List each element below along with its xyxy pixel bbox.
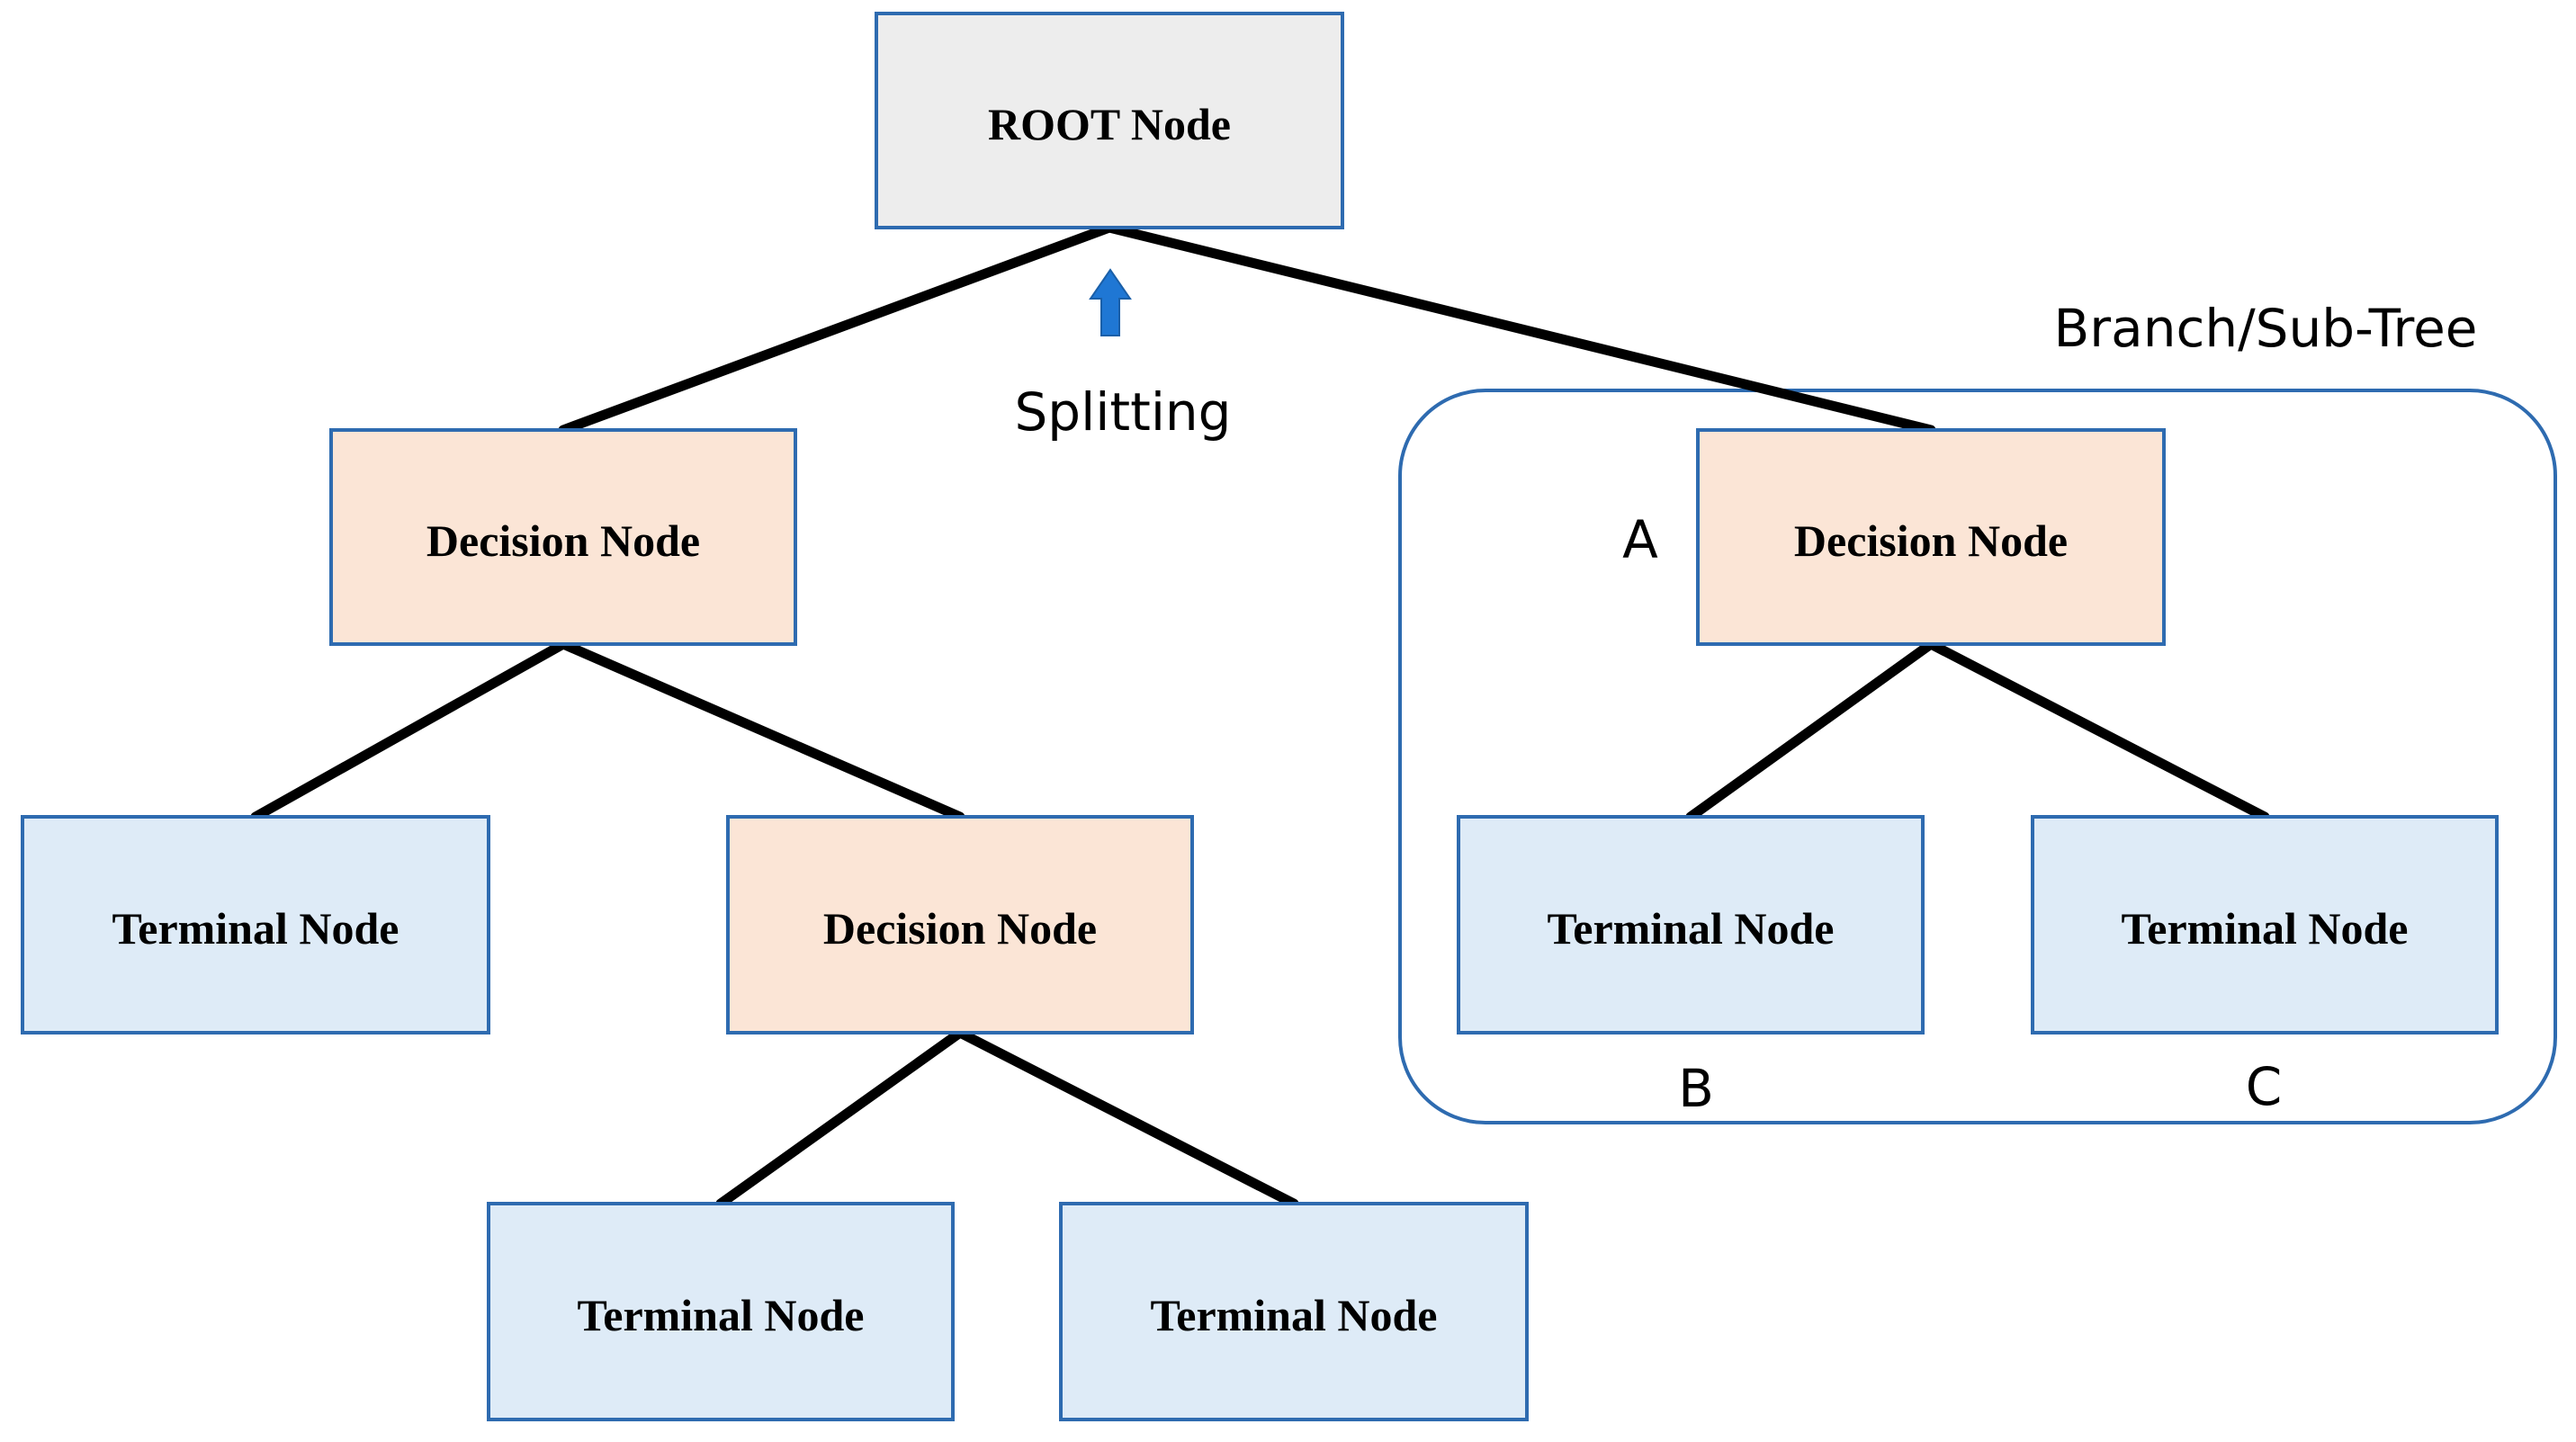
decision-node-right: Decision Node [1696,428,2166,646]
decision-node-mid-label: Decision Node [823,903,1097,954]
decision-node-mid: Decision Node [726,815,1194,1034]
branch-subtree-label: Branch/Sub-Tree [2054,298,2478,359]
terminal-node-5: Terminal Node [2031,815,2499,1034]
terminal-node-2: Terminal Node [487,1202,955,1421]
terminal-node-4-label: Terminal Node [1548,903,1835,954]
label-c: C [2246,1056,2283,1117]
root-node-label: ROOT Node [988,99,1231,149]
terminal-node-3: Terminal Node [1059,1202,1529,1421]
edge-decision_right-to-terminal_4 [1685,639,1936,822]
label-a: A [1622,509,1658,570]
edge-decision_left-to-decision_mid [558,639,965,822]
terminal-node-2-label: Terminal Node [578,1290,865,1340]
edge-root-to-decision_right [1104,222,1936,435]
edge-decision_right-to-terminal_5 [1925,639,2270,822]
terminal-node-5-label: Terminal Node [2122,903,2409,954]
edge-decision_left-to-terminal_1 [250,639,569,822]
tree-edges [250,222,2270,1209]
decision-node-right-label: Decision Node [1794,515,2068,566]
splitting-label: Splitting [1014,381,1231,443]
branch-subtree-container [1398,389,2557,1124]
root-node: ROOT Node [875,12,1344,229]
terminal-node-1-label: Terminal Node [112,903,399,954]
decision-node-left: Decision Node [329,428,797,646]
edge-decision_mid-to-terminal_2 [715,1027,965,1209]
label-b: B [1678,1058,1714,1119]
terminal-node-3-label: Terminal Node [1151,1290,1438,1340]
edge-root-to-decision_left [558,222,1115,435]
decision-node-left-label: Decision Node [426,515,700,566]
terminal-node-4: Terminal Node [1457,815,1925,1034]
up-arrow-icon [1089,268,1132,336]
terminal-node-1: Terminal Node [21,815,490,1034]
edge-decision_mid-to-terminal_3 [955,1027,1299,1209]
